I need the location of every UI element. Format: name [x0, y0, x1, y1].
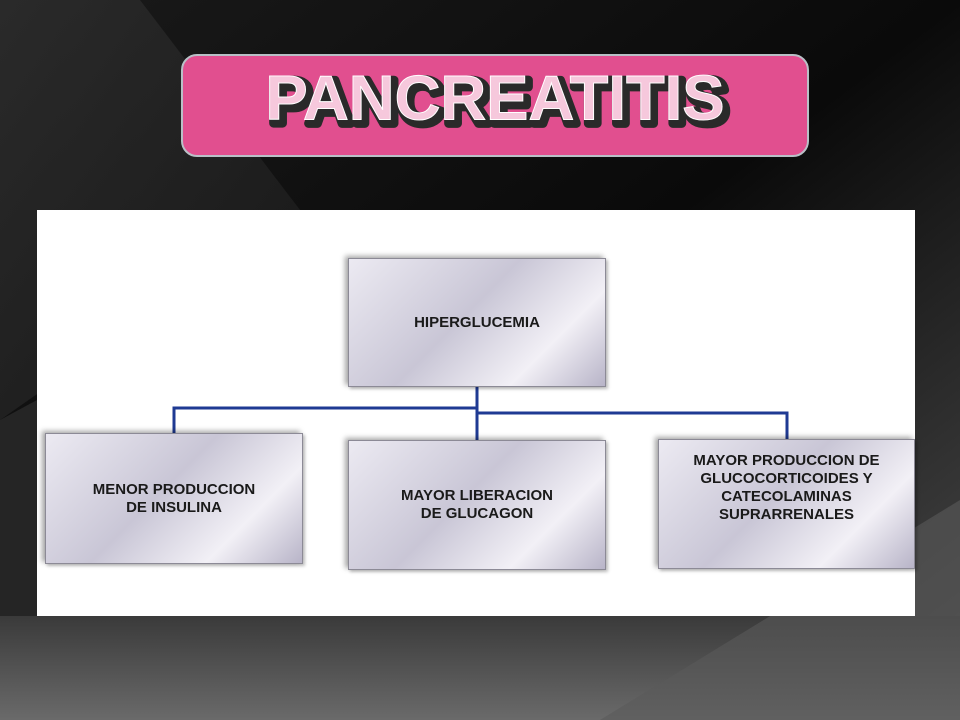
node-line: SUPRARRENALES [718, 506, 854, 523]
node-line: GLUCOCORTICOIDES Y [700, 470, 873, 487]
node-mayor-produccion-glucocorticoides: MAYOR PRODUCCION DE GLUCOCORTICOIDES Y C… [658, 439, 915, 569]
node-line: DE GLUCAGON [420, 505, 534, 522]
node-line: DE INSULINA [126, 498, 222, 516]
node-line: MENOR PRODUCCION [92, 480, 256, 498]
title-banner: PANCREATITIS PANCREATITIS [181, 54, 809, 157]
title-lettering: PANCREATITIS PANCREATITIS [265, 63, 733, 142]
node-menor-produccion-insulina: MENOR PRODUCCION DE INSULINA [45, 433, 303, 564]
node-line: MAYOR LIBERACION [401, 487, 553, 504]
node-root-label: HIPERGLUCEMIA [414, 313, 540, 331]
node-line: MAYOR PRODUCCION DE [693, 452, 880, 469]
node-line: CATECOLAMINAS [721, 488, 852, 505]
title-outline: PANCREATITIS [269, 67, 728, 137]
slide-title: PANCREATITIS [265, 63, 724, 133]
node-mayor-liberacion-glucagon: MAYOR LIBERACION DE GLUCAGON [348, 440, 606, 570]
node-hiperglucemia: HIPERGLUCEMIA [348, 258, 606, 387]
